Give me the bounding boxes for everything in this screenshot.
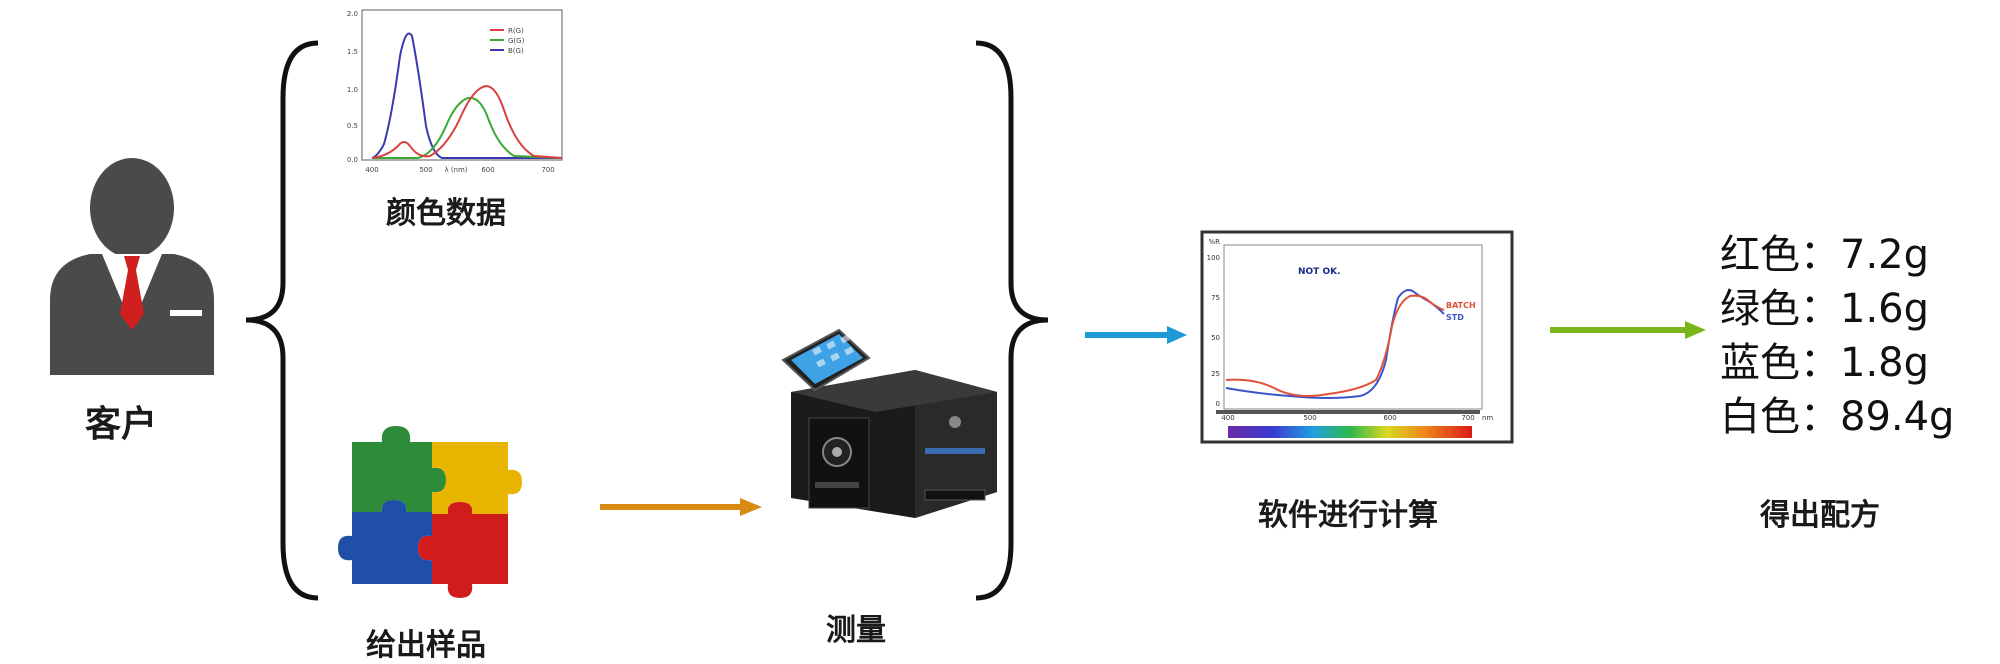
color-data-label: 颜色数据 bbox=[386, 196, 506, 231]
result-ytick: %R bbox=[1208, 238, 1220, 246]
small-legend-red: R(G) bbox=[508, 27, 524, 35]
formula-blue: 蓝色：1.8g bbox=[1720, 340, 1930, 386]
small-legend-blue: B(G) bbox=[508, 47, 524, 55]
result-xtick: 600 bbox=[1383, 414, 1396, 422]
result-ytick: 25 bbox=[1211, 370, 1220, 378]
result-ytick: 50 bbox=[1211, 334, 1220, 342]
result-ytick: 75 bbox=[1211, 294, 1220, 302]
customer-node: 客户 bbox=[40, 150, 230, 445]
small-ytick: 2.0 bbox=[347, 10, 358, 18]
formula-red: 红色：7.2g bbox=[1720, 232, 1930, 278]
small-ytick: 1.0 bbox=[347, 86, 358, 94]
measure-label: 测量 bbox=[826, 613, 886, 648]
arrow-to-device bbox=[600, 498, 762, 516]
curve-red bbox=[371, 84, 563, 159]
formula-list: 红色：7.2g 绿色：1.6g 蓝色：1.8g 白色：89.4g bbox=[1720, 228, 1954, 444]
right-brace bbox=[975, 40, 1049, 601]
spectrum-bar bbox=[1228, 426, 1472, 438]
result-ytick: 0 bbox=[1216, 400, 1220, 408]
result-xtick: 400 bbox=[1221, 414, 1234, 422]
result-annotation: NOT OK. bbox=[1298, 267, 1341, 277]
software-result-chart: %R 100 75 50 25 0 400 500 600 700 nm NOT… bbox=[1200, 230, 1514, 444]
arrow-to-formula bbox=[1550, 321, 1706, 339]
spectrophotometer-icon bbox=[781, 328, 997, 518]
small-ytick: 0.5 bbox=[347, 122, 358, 130]
small-xtick: 700 bbox=[541, 166, 554, 174]
curve-blue bbox=[371, 32, 562, 159]
customer-label: 客户 bbox=[85, 404, 158, 445]
small-legend-green: G(G) bbox=[508, 37, 525, 45]
result-legend-std: STD bbox=[1446, 313, 1464, 322]
formula-white: 白色：89.4g bbox=[1720, 394, 1955, 440]
get-formula-label: 得出配方 bbox=[1760, 498, 1880, 533]
software-calc-label: 软件进行计算 bbox=[1258, 498, 1438, 533]
result-xtick: 500 bbox=[1303, 414, 1316, 422]
small-xtick: 500 bbox=[419, 166, 432, 174]
curve-green bbox=[372, 96, 563, 159]
small-ytick: 1.5 bbox=[347, 48, 358, 56]
arrow-to-software bbox=[1085, 326, 1187, 344]
small-xtick: 400 bbox=[365, 166, 378, 174]
puzzle-icon bbox=[338, 426, 522, 598]
give-sample-label: 给出样品 bbox=[366, 628, 486, 663]
formula-green: 绿色：1.6g bbox=[1720, 286, 1930, 332]
small-ytick: 0.0 bbox=[347, 156, 358, 164]
color-data-chart: 2.0 1.5 1.0 0.5 0.0 400 500 600 700 λ (n… bbox=[347, 9, 563, 174]
result-xtick: nm bbox=[1482, 414, 1493, 422]
result-xtick: 700 bbox=[1461, 414, 1474, 422]
result-ytick: 100 bbox=[1207, 254, 1220, 262]
curve-batch bbox=[1225, 294, 1445, 397]
result-legend-batch: BATCH bbox=[1446, 301, 1476, 310]
left-brace bbox=[245, 40, 319, 601]
small-xlabel: λ (nm) bbox=[444, 166, 467, 174]
person-icon bbox=[50, 158, 214, 375]
small-xtick: 600 bbox=[481, 166, 494, 174]
